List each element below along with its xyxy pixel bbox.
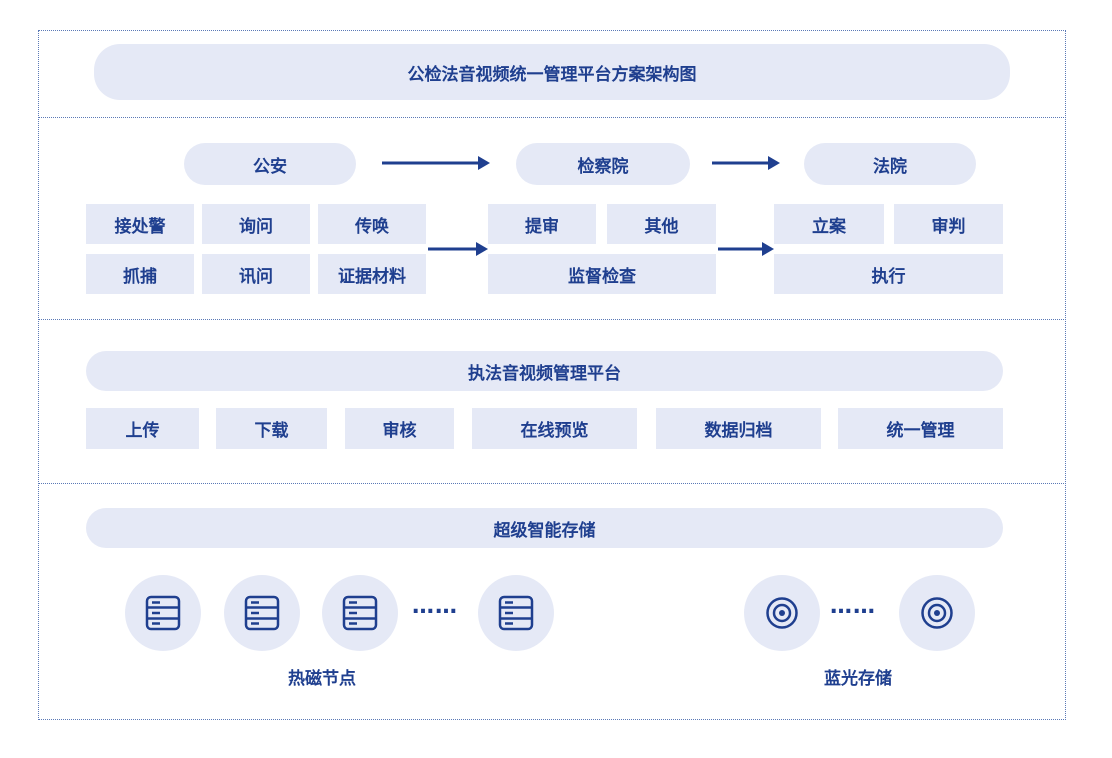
divider-top xyxy=(38,117,1066,118)
divider-middle xyxy=(38,319,1066,320)
divider-bottom xyxy=(38,483,1066,484)
function-unified-management: 统一管理 xyxy=(838,408,1003,449)
platform-header: 执法音视频管理平台 xyxy=(86,351,1003,391)
hot-node-circle xyxy=(322,575,398,651)
arrowhead xyxy=(478,156,490,170)
function-data-archive: 数据归档 xyxy=(656,408,821,449)
police-item-interrogation: 讯问 xyxy=(202,254,310,294)
bluray-circle xyxy=(744,575,820,651)
hot-node-ellipsis: …… xyxy=(412,594,458,619)
police-item-evidence: 证据材料 xyxy=(318,254,426,294)
court-item-trial: 审判 xyxy=(894,204,1003,244)
procuratorate-item-arraignment: 提审 xyxy=(488,204,596,244)
server-icon xyxy=(145,595,181,631)
arrowhead xyxy=(762,242,774,256)
server-icon xyxy=(342,595,378,631)
bluray-ellipsis: …… xyxy=(830,594,876,619)
hot-node-circle xyxy=(125,575,201,651)
court-item-execution: 执行 xyxy=(774,254,1003,294)
bluray-label: 蓝光存储 xyxy=(824,669,892,689)
hot-node-circle xyxy=(224,575,300,651)
function-review: 审核 xyxy=(345,408,454,449)
hot-node-label: 热磁节点 xyxy=(288,669,356,689)
police-item-receive-alarm: 接处警 xyxy=(86,204,194,244)
hot-node-circle xyxy=(478,575,554,651)
function-online-preview: 在线预览 xyxy=(472,408,637,449)
procuratorate-item-supervision: 监督检查 xyxy=(488,254,716,294)
procuratorate-header: 检察院 xyxy=(516,143,690,185)
police-item-arrest: 抓捕 xyxy=(86,254,194,294)
storage-header: 超级智能存储 xyxy=(86,508,1003,548)
police-item-inquiry: 询问 xyxy=(202,204,310,244)
procuratorate-item-other: 其他 xyxy=(607,204,716,244)
function-download: 下载 xyxy=(216,408,327,449)
arrowhead xyxy=(476,242,488,256)
diagram-frame xyxy=(38,30,1066,720)
bluray-circle xyxy=(899,575,975,651)
police-item-summons: 传唤 xyxy=(318,204,426,244)
function-upload: 上传 xyxy=(86,408,199,449)
court-header: 法院 xyxy=(804,143,976,185)
police-header: 公安 xyxy=(184,143,356,185)
server-icon xyxy=(244,595,280,631)
diagram-title: 公检法音视频统一管理平台方案架构图 xyxy=(94,44,1010,100)
server-icon xyxy=(498,595,534,631)
arrowhead xyxy=(768,156,780,170)
court-item-filing: 立案 xyxy=(774,204,884,244)
disc-icon xyxy=(921,597,953,629)
disc-icon xyxy=(766,597,798,629)
